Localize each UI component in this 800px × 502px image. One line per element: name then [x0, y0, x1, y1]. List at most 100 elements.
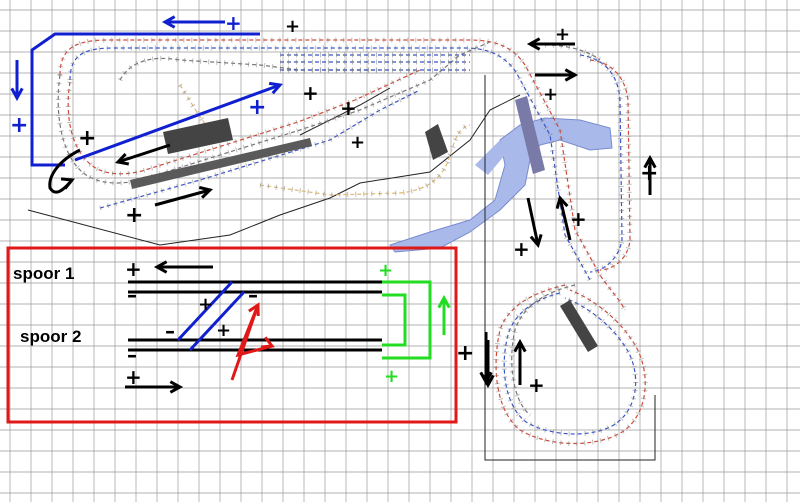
plus-marker: + [78, 126, 96, 151]
arrowhead [437, 294, 451, 309]
track-sleepers [589, 57, 633, 273]
plus-marker: + [350, 132, 365, 153]
platform-right [515, 96, 545, 174]
arrowhead [115, 152, 130, 166]
plus-marker: + [513, 237, 530, 261]
arrowhead [161, 15, 176, 29]
track-segment [503, 292, 637, 435]
plus-marker: + [125, 365, 142, 389]
arrowhead [268, 81, 283, 95]
arrow-up-mid [558, 197, 572, 241]
arrowhead [479, 371, 493, 386]
black-annotations [48, 42, 652, 385]
arrowhead [513, 338, 527, 353]
arrowhead [10, 87, 24, 102]
blue-diagonal [74, 83, 281, 162]
plus-marker: + [248, 95, 266, 120]
track-sleepers [57, 37, 628, 312]
plus-marker: + [302, 81, 319, 105]
arrow-down-mid [526, 197, 540, 246]
goods-shed [425, 124, 448, 160]
minus-marker: – [127, 283, 137, 307]
arrowhead [169, 380, 184, 394]
green-loop-inner [382, 293, 407, 347]
plus-marker: + [528, 373, 545, 397]
track-segment [579, 54, 623, 273]
blue-annotations [15, 20, 281, 167]
minus-marker: – [127, 343, 137, 367]
arrowhead [198, 185, 214, 199]
track-segment [511, 284, 576, 416]
arrowhead [60, 177, 75, 190]
blue-polarity-route [30, 32, 260, 167]
track-segment [119, 57, 380, 81]
arrowhead [260, 336, 275, 349]
minus-marker: – [248, 283, 258, 307]
plus-marker: + [555, 24, 570, 45]
plus-marker: + [225, 11, 242, 35]
track1-label: spoor 1 [13, 264, 74, 283]
legend-frame [6, 246, 458, 424]
track-segment [67, 69, 421, 175]
station-platform [130, 138, 312, 189]
red-arrow-v [230, 304, 273, 381]
track-segment [589, 59, 631, 271]
polarity-markers: ++++++++++++++++++++––––++ [10, 11, 658, 397]
crossover-line-a [176, 280, 234, 342]
green-loop-outer [382, 280, 432, 360]
plus-marker: + [216, 320, 231, 341]
polarity-legend-box: spoor 1 spoor 2 [6, 246, 488, 424]
arrowhead [529, 234, 543, 249]
track-segment [99, 89, 421, 209]
arrow-left-upper [117, 143, 171, 164]
track2-label: spoor 2 [20, 327, 81, 346]
track-segment [179, 84, 216, 136]
river-shape [389, 117, 613, 253]
plus-marker: + [378, 260, 393, 281]
arrow-right-lower [154, 188, 211, 207]
layout-outline [27, 75, 656, 461]
track-sleepers [579, 52, 625, 275]
track-sleepers [117, 55, 380, 82]
legend-crossover [176, 280, 246, 352]
plus-marker: + [198, 294, 213, 315]
track-segment [59, 39, 626, 311]
lake-shape [475, 140, 505, 175]
legend-green-loop [382, 280, 446, 360]
plus-marker: + [570, 207, 587, 231]
arrowhead [564, 68, 579, 82]
arrowhead [555, 194, 569, 210]
track-sleepers [544, 42, 602, 63]
arrowhead [248, 302, 260, 317]
legend-red-arrows [230, 304, 273, 381]
minus-marker: – [165, 319, 175, 343]
legend-black-arrows [125, 265, 488, 389]
plus-marker: + [125, 203, 143, 228]
track-segment [495, 284, 646, 444]
plus-marker: + [640, 161, 658, 186]
buildings [130, 96, 598, 352]
plus-marker: + [384, 366, 399, 387]
plus-marker: + [543, 84, 558, 105]
plus-marker: + [125, 257, 142, 281]
track-segment [280, 54, 470, 71]
track-segment [259, 124, 471, 196]
platform-loop [560, 300, 598, 352]
arrowhead [526, 37, 541, 51]
plus-marker: + [340, 96, 357, 120]
station-building [163, 118, 233, 154]
arrowheads [10, 15, 657, 394]
arrowhead [643, 154, 657, 169]
arrow-curved-left [48, 148, 81, 194]
arrowhead [153, 260, 168, 274]
track-segment [69, 47, 591, 281]
crossover-line-b [188, 290, 246, 352]
river [389, 117, 613, 253]
track-sleepers [509, 282, 576, 417]
plus-marker: + [10, 113, 28, 138]
plus-marker: + [456, 341, 474, 366]
plus-marker: + [285, 16, 300, 37]
